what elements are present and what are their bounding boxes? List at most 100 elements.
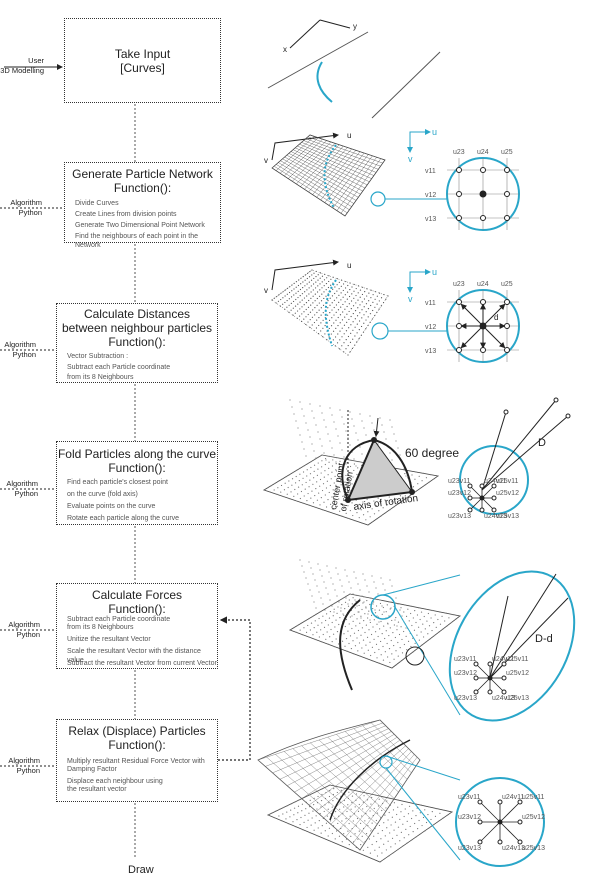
particle-dot bbox=[383, 293, 385, 296]
particle-dot bbox=[375, 841, 378, 843]
particle-dot bbox=[321, 287, 323, 289]
particle-dot bbox=[347, 335, 350, 338]
particle-dot bbox=[389, 627, 391, 629]
neighbour-particle bbox=[504, 299, 510, 305]
particle-dot bbox=[353, 290, 355, 292]
particle-dot bbox=[357, 810, 360, 812]
neighbour-particle bbox=[477, 799, 483, 805]
particle-dot bbox=[369, 603, 371, 606]
particle-dot bbox=[349, 351, 351, 353]
particle-dot bbox=[368, 838, 370, 840]
particle-dot bbox=[342, 296, 344, 298]
particle-dot bbox=[358, 611, 360, 613]
particle-dot bbox=[381, 424, 383, 426]
particle-dot bbox=[391, 653, 393, 655]
particle-dot bbox=[312, 289, 314, 291]
particle-dot bbox=[290, 491, 292, 493]
particle-dot bbox=[273, 297, 275, 299]
particle-dot bbox=[305, 808, 307, 810]
particle-dot bbox=[361, 309, 363, 311]
particle-dot bbox=[351, 795, 354, 797]
particle-dot bbox=[452, 614, 454, 616]
particle-dot bbox=[333, 322, 335, 324]
particle-dot bbox=[313, 477, 315, 479]
particle-dot bbox=[418, 607, 420, 609]
particle-dot bbox=[360, 634, 362, 636]
particle-dot bbox=[411, 474, 413, 476]
particle-dot bbox=[314, 300, 316, 302]
particle-dot bbox=[348, 599, 350, 601]
side-label-user: User 3D Modelling bbox=[0, 56, 44, 76]
side-label-line: Python bbox=[18, 208, 42, 217]
particle-dot bbox=[371, 318, 374, 320]
particle-dot bbox=[292, 300, 295, 303]
particle-dot bbox=[317, 624, 319, 626]
particle-dot bbox=[343, 614, 345, 616]
neighbour-particle bbox=[456, 215, 462, 221]
particle-dot bbox=[389, 608, 391, 610]
neighbour-particle bbox=[479, 483, 485, 489]
mesh-line bbox=[316, 150, 356, 198]
neighbour-vector bbox=[475, 663, 491, 679]
particle-dot bbox=[433, 622, 435, 624]
particle-dot bbox=[355, 793, 358, 795]
particle-dot bbox=[341, 345, 343, 347]
particle-dot bbox=[330, 284, 332, 286]
particle-dot bbox=[332, 288, 334, 290]
particle-dot bbox=[336, 486, 338, 488]
particle-dot bbox=[275, 810, 277, 812]
particle-dot bbox=[353, 425, 355, 427]
particle-dot bbox=[419, 487, 422, 489]
particle-dot bbox=[369, 503, 371, 505]
particle-dot bbox=[353, 571, 355, 573]
neighbour-label: u23v12 bbox=[458, 814, 481, 821]
particle-dot bbox=[329, 503, 332, 505]
particle-dot bbox=[328, 455, 330, 457]
particle-dot bbox=[344, 645, 346, 647]
mesh-line bbox=[345, 754, 415, 838]
particle-dot bbox=[330, 325, 333, 327]
particle-dot bbox=[311, 490, 313, 492]
neighbour-particle bbox=[480, 299, 486, 305]
particle-dot bbox=[388, 496, 390, 498]
step-line: Unitize the resultant Vector bbox=[67, 636, 151, 643]
particle-dot bbox=[320, 799, 323, 802]
center-point-label: center point of rotation bbox=[328, 460, 356, 512]
particle-dot bbox=[284, 289, 286, 291]
mesh-line bbox=[295, 147, 370, 182]
particle-dot bbox=[340, 610, 342, 612]
particle-dot bbox=[302, 471, 305, 473]
particle-dot bbox=[315, 488, 317, 490]
particle-dot bbox=[307, 583, 309, 585]
particle-dot bbox=[425, 821, 428, 824]
particle-dot bbox=[295, 420, 297, 422]
particle-dot bbox=[330, 604, 332, 606]
particle-dot bbox=[326, 339, 328, 341]
neighbour-vector bbox=[479, 821, 501, 843]
particle-dot bbox=[349, 444, 351, 446]
particle-dot bbox=[344, 625, 346, 628]
particle-dot bbox=[331, 317, 333, 319]
particle-dot bbox=[357, 650, 359, 652]
center-particle bbox=[479, 495, 485, 501]
particle-dot bbox=[329, 784, 331, 786]
neighbour-particle bbox=[497, 799, 503, 805]
particle-dot bbox=[414, 478, 416, 480]
neighbour-vector bbox=[499, 821, 521, 843]
particle-dot bbox=[362, 286, 364, 288]
particle-dot bbox=[355, 577, 357, 579]
particle-dot bbox=[325, 426, 327, 428]
particle-dot bbox=[319, 813, 321, 815]
particle-dot bbox=[386, 827, 388, 829]
particle-dot bbox=[308, 486, 310, 488]
particle-dot bbox=[371, 521, 373, 523]
particle-dot bbox=[343, 351, 345, 353]
particle-dot bbox=[327, 593, 329, 595]
particle-dot bbox=[372, 660, 374, 662]
particle-dot bbox=[361, 815, 363, 817]
particle-dot bbox=[361, 595, 363, 597]
particle-dot bbox=[317, 468, 319, 470]
mesh-line bbox=[371, 722, 416, 767]
particle-dot bbox=[300, 490, 303, 493]
particle-dot bbox=[376, 311, 378, 313]
